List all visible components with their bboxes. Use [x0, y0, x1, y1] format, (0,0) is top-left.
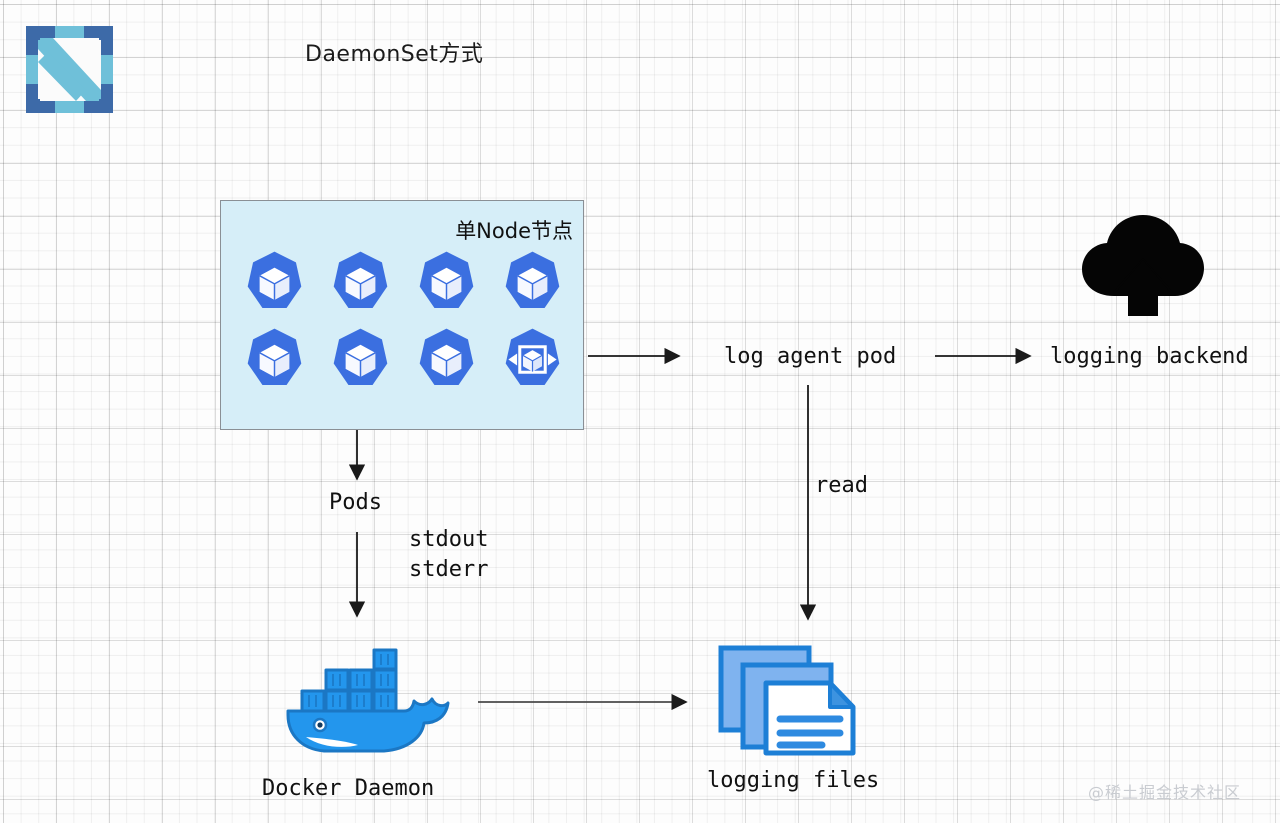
kubernetes-pod-icon [505, 251, 560, 308]
node-label: 单Node节点 [455, 219, 573, 243]
kubernetes-pod-icon [333, 328, 388, 385]
cloud-upload-icon [1082, 215, 1204, 316]
file-stack-icon [718, 645, 856, 756]
label-logging-backend: logging backend [1050, 344, 1249, 369]
label-log-agent-pod: log agent pod [724, 344, 897, 369]
kubernetes-pod-icon [247, 328, 302, 385]
node-container: 单Node节点 [220, 200, 584, 430]
label-pods: Pods [329, 490, 382, 515]
kubernetes-pod-icon [247, 251, 302, 308]
diagram-title: DaemonSet方式 [305, 42, 484, 67]
label-logging-files: logging files [707, 768, 880, 793]
pod-row [241, 326, 571, 393]
site-logo-icon [26, 26, 113, 113]
kubernetes-pod-icon [419, 251, 474, 308]
kubernetes-pod-icon [419, 328, 474, 385]
kubernetes-daemonset-icon [505, 328, 560, 385]
docker-whale-icon [286, 648, 450, 753]
watermark: @稀土掘金技术社区 [1088, 783, 1242, 802]
pod-grid [241, 249, 571, 403]
label-stdout: stdout [409, 527, 489, 552]
label-stderr: stderr [409, 557, 489, 582]
label-docker-daemon: Docker Daemon [262, 776, 435, 801]
pod-row [241, 249, 571, 316]
kubernetes-pod-icon [333, 251, 388, 308]
label-read: read [815, 473, 868, 498]
